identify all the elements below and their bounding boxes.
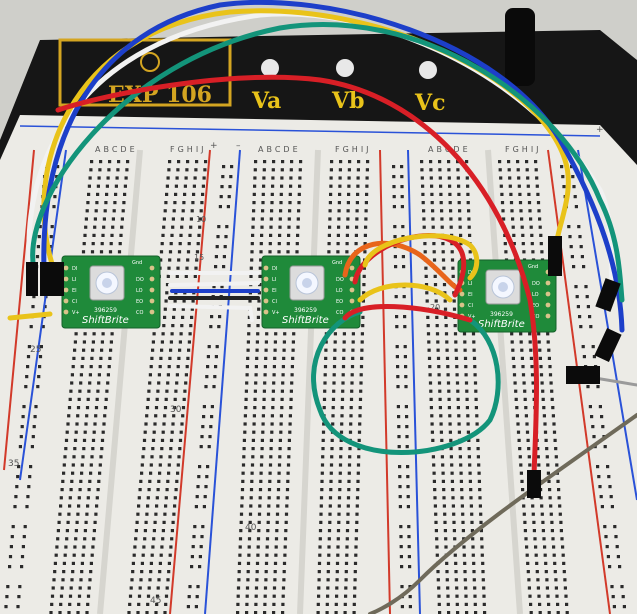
row-number-10: 10 [196, 215, 206, 224]
column-letters-4: FGHIJ [335, 145, 372, 154]
pin-label: EI [272, 288, 277, 294]
binding-post [505, 8, 535, 86]
module-code: 396259 [294, 307, 317, 314]
row-number-20: 20 [430, 303, 440, 312]
pin-label: LI [468, 281, 472, 287]
wires [26, 0, 637, 614]
pin-label: V+ [468, 314, 476, 320]
pin-label: V+ [72, 310, 80, 316]
pin-label: EI [72, 288, 77, 294]
pin-label: CO [136, 310, 143, 316]
red-wire [55, 74, 539, 478]
short-jumpers [7, 271, 260, 322]
pin-label: EO [336, 299, 343, 305]
connectors [26, 236, 622, 498]
green-wire-loop [311, 309, 501, 455]
row-number-30: 30 [170, 405, 182, 415]
pin-label: DO [136, 277, 144, 283]
orange-wire [342, 240, 463, 293]
pin-label: LI [72, 277, 76, 283]
module-brand: ShiftBrite [478, 319, 525, 330]
pin-label: Gnd [132, 260, 142, 266]
row-number-35: 35 [8, 459, 19, 469]
pin-label: CI [468, 303, 473, 309]
rail-minus-label: – [236, 141, 241, 151]
rail-plus-label: + [210, 141, 218, 151]
column-letters-3: ABCDE [258, 145, 301, 154]
module-code: 396259 [94, 307, 117, 314]
breadboard: ABCDE FGHIJ ABCDE FGHIJ ABCDE FGHIJ + – … [0, 115, 637, 614]
grey-wire [368, 413, 637, 614]
pin-label: DO [532, 281, 540, 287]
pin-label: LI [272, 277, 276, 283]
row-number-40: 40 [245, 523, 257, 533]
pin-label: DO [336, 277, 344, 283]
pin-label: EI [468, 292, 473, 298]
module-brand: ShiftBrite [282, 315, 329, 326]
rail-plus-label-right: + [596, 125, 604, 135]
post-label-va: Va [251, 88, 281, 114]
row-number-45: 45 [150, 596, 161, 606]
pin-label: DI [72, 266, 77, 272]
pin-label: CI [272, 299, 277, 305]
pin-label: DI [272, 266, 277, 272]
post-label-vc: Vc [414, 90, 445, 116]
post-label-vb: Vb [331, 88, 364, 114]
pin-label: V+ [272, 310, 280, 316]
pin-label: EO [136, 299, 143, 305]
pin-label: EO [532, 303, 539, 309]
pin-label: Gnd [332, 260, 342, 266]
pin-label: Gnd [528, 264, 538, 270]
green-wire-top [30, 22, 625, 303]
pin-label: CO [336, 310, 343, 316]
row-number-15: 15 [194, 253, 204, 262]
row-number-25: 25 [30, 345, 41, 355]
module-brand: ShiftBrite [82, 315, 129, 326]
yellow-wire-top [362, 233, 480, 281]
yellow-wire-short [357, 282, 453, 303]
pin-label: CO [532, 314, 539, 320]
pin-label: CI [72, 299, 77, 305]
pin-label: LO [336, 288, 343, 294]
pin-label: LO [136, 288, 143, 294]
pin-label: LO [532, 292, 539, 298]
column-letters-2: FGHIJ [170, 145, 207, 154]
column-letters-6: FGHIJ [505, 145, 542, 154]
red-wire-short [342, 304, 473, 323]
module-code: 396259 [490, 311, 513, 318]
pin-label: DI [468, 270, 473, 276]
yellow-wire [41, 8, 571, 273]
column-letters-1: ABCDE [95, 145, 138, 154]
